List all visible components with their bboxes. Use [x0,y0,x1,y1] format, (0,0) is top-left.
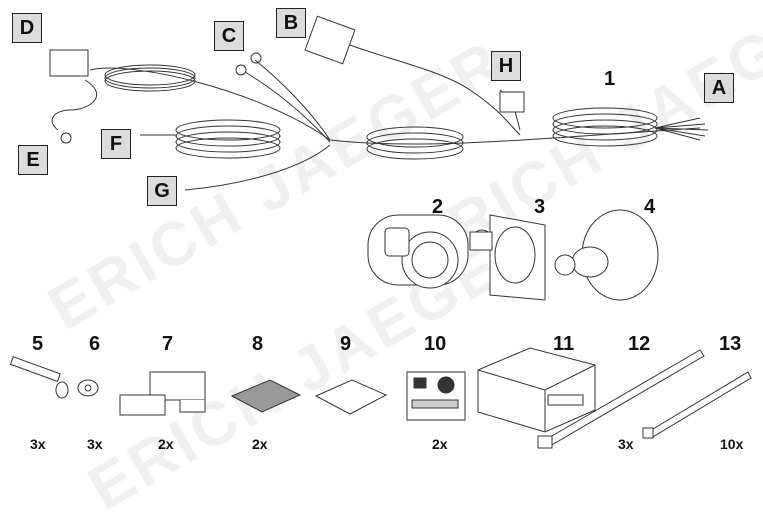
cable-coil [175,125,281,147]
ring-terminal [250,52,262,64]
gasket-part-4 [554,209,659,301]
part-number-10: 10 [424,333,447,355]
wire-g [184,144,331,191]
ring-terminal [235,64,247,76]
part-number-12: 12 [628,333,651,355]
wire-c [244,71,331,143]
cable-coil [175,137,281,159]
cable-coil [552,119,658,141]
label-d: D [12,13,42,43]
cable-coil [175,119,281,141]
cable-coil [104,64,196,86]
part-number-2: 2 [432,196,444,218]
quantity-6: 3x [87,436,103,452]
quantity-7: 2x [158,436,174,452]
cable-coil [104,70,196,92]
part-number-3: 3 [534,196,546,218]
wiring-illustration [9,15,752,449]
part-number-1: 1 [604,68,616,90]
quantity-12: 3x [618,436,634,452]
label-a: A [704,73,734,103]
connector-b [304,15,356,65]
cable-coil [104,67,196,89]
wire-e [51,79,98,131]
seal-part-3 [469,214,546,301]
connector-d [49,49,89,77]
part-number-13: 13 [719,333,742,355]
cable-coil [175,131,281,153]
part-number-4: 4 [644,196,656,218]
cable-coil [552,125,658,147]
label-g: G [147,176,177,206]
cable-coil [366,138,464,160]
cable-tie-part-12 [537,349,705,449]
foam-part-8 [230,379,302,413]
quantity-5: 3x [30,436,46,452]
part-number-6: 6 [89,333,101,355]
part-number-7: 7 [162,333,174,355]
cable-coil [552,107,658,129]
wire-c [254,59,331,141]
label-c: C [214,21,244,51]
part-number-8: 8 [252,333,264,355]
sheet-part-9 [314,379,388,415]
bolt-part-5 [9,356,69,399]
parts-diagram: ERICH JAEGER ERICH JAEGER ERICH JAEGER [9,0,763,524]
cable-coil [552,113,658,135]
socket-part-2 [367,214,469,289]
clamp-part-7 [119,371,206,416]
label-h: H [491,51,521,81]
main-cable [89,67,701,145]
part-number-5: 5 [32,333,44,355]
part-number-11: 11 [553,333,575,355]
wire-ends [654,117,709,141]
label-e: E [18,145,48,175]
module-part-11 [477,347,596,433]
connector-h [499,91,525,113]
ring-terminal [60,132,72,144]
label-f: F [101,129,131,159]
wire-b [349,44,521,136]
quantity-13: 10x [720,436,744,452]
cable-coil [366,126,464,148]
sticker-part-10 [406,371,466,421]
nut-part-6 [77,379,99,397]
part-number-9: 9 [340,333,352,355]
cable-tie-part-13 [642,371,752,439]
cable-coil [366,132,464,154]
label-b: B [276,8,306,38]
quantity-8: 2x [252,436,268,452]
quantity-10: 2x [432,436,448,452]
